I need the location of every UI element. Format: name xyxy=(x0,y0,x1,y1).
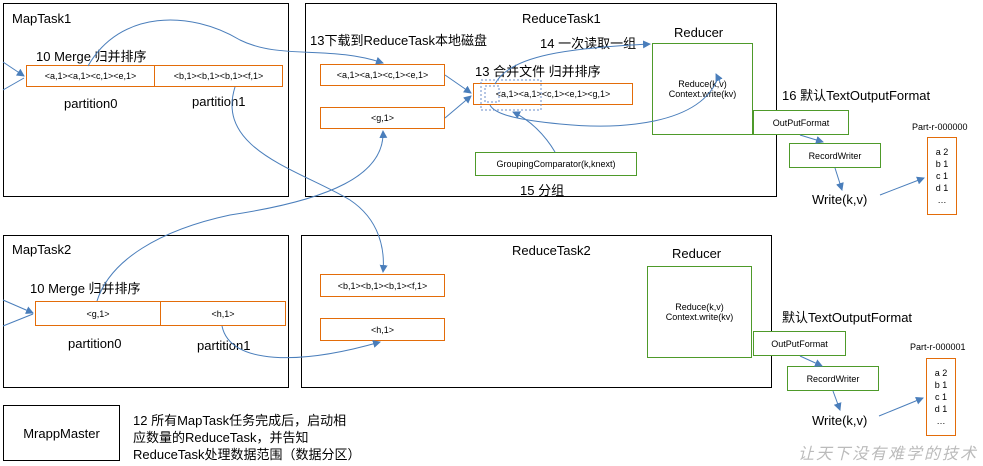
reducetask2-reducer-title: Reducer xyxy=(672,246,722,261)
reducetask2-write-label: Write(k,v) xyxy=(812,413,868,428)
part2-line-3: d 1 xyxy=(934,404,948,414)
reducetask1-outputformat-box: OutPutFormat xyxy=(753,110,849,135)
input-arrow-maptask1 xyxy=(2,61,25,77)
part2-line-4: … xyxy=(936,416,946,426)
arrow-m2p0-to-r1g xyxy=(96,130,388,302)
arrow-r1g-to-merged xyxy=(444,95,472,119)
arrow-reducer-loop-tip xyxy=(715,73,723,83)
reducetask2-part-file: a 2 b 1 c 1 d 1 … xyxy=(926,358,956,436)
arrow-grouping-to-merged xyxy=(512,111,556,153)
reducetask1-reducer-title: Reducer xyxy=(674,25,724,40)
mrappmaster-box: MrappMaster xyxy=(3,405,120,461)
part1-line-4: … xyxy=(937,195,947,205)
maptask1-partition0-label: partition0 xyxy=(64,96,118,111)
maptask1-title: MapTask1 xyxy=(12,11,72,26)
maptask2-title: MapTask2 xyxy=(12,242,72,257)
part2-line-0: a 2 xyxy=(934,368,948,378)
mrappmaster-label: MrappMaster xyxy=(23,425,100,441)
master-note-line2: 应数量的ReduceTask，并告知 xyxy=(133,430,309,445)
merged-group-inner xyxy=(484,85,500,103)
reducetask2-reducer-box: Reduce(k,v) Context.write(kv) xyxy=(647,266,752,358)
reducetask2-part-file-name: Part-r-000001 xyxy=(910,342,966,352)
input-arrow-maptask1b xyxy=(2,77,25,91)
maptask2-partition0-box: <g,1> xyxy=(35,301,161,326)
maptask1-panel xyxy=(3,3,289,197)
reducetask1-title: ReduceTask1 xyxy=(522,11,601,26)
arrow-r2-write-to-part xyxy=(878,396,924,417)
arrow-r1-of-to-rw xyxy=(799,134,824,144)
reducetask1-download-label: 13下载到ReduceTask本地磁盘 xyxy=(310,33,487,48)
reducetask2-reducer-line2: Context.write(kv) xyxy=(665,312,734,322)
input-arrow-maptask2 xyxy=(2,299,34,314)
part1-line-1: b 1 xyxy=(935,159,949,169)
arrow-r1a-to-merged xyxy=(444,74,472,94)
arrow-m2p1-to-r2h xyxy=(221,325,381,359)
reducetask1-write-label: Write(k,v) xyxy=(812,192,868,207)
reducetask1-merged-file: <a,1><a,1><c,1><e,1><g,1> xyxy=(473,83,633,105)
part2-line-1: b 1 xyxy=(934,380,948,390)
arrow-m1p0-to-r1a xyxy=(87,19,384,67)
reducetask2-outputformat-box: OutPutFormat xyxy=(753,331,846,356)
merged-group-outer xyxy=(480,79,542,111)
reducetask2-file-b: <b,1><b,1><b,1><f,1> xyxy=(320,274,445,297)
reducetask1-part-file-name: Part-r-000000 xyxy=(912,122,968,132)
part1-line-0: a 2 xyxy=(935,147,949,157)
arrow-r2-rw-to-write xyxy=(832,390,842,411)
reducetask1-reducer-line1: Reduce(k,v) xyxy=(678,79,727,89)
maptask2-partition0-label: partition0 xyxy=(68,336,122,351)
input-arrow-maptask2b xyxy=(2,313,34,327)
part1-line-2: c 1 xyxy=(935,171,948,181)
part1-line-3: d 1 xyxy=(935,183,949,193)
reducetask1-merge-label: 13 合并文件 归并排序 xyxy=(475,64,601,79)
arrow-merged-to-reducer xyxy=(494,40,651,85)
reducetask2-reducer-line1: Reduce(k,v) xyxy=(675,302,724,312)
reducetask1-reducer-line2: Context.write(kv) xyxy=(668,89,737,99)
maptask1-partition1-box: <b,1><b,1><b,1><f,1> xyxy=(154,65,283,87)
arrow-r1-write-to-part xyxy=(879,176,925,196)
watermark: 让天下没有难学的技术 xyxy=(798,444,979,463)
reducetask2-output-label: 默认TextOutputFormat xyxy=(782,310,913,325)
reducetask2-title: ReduceTask2 xyxy=(512,243,591,258)
arrow-r1-rw-to-write xyxy=(834,167,844,191)
reducetask1-output-label: 16 默认TextOutputFormat xyxy=(782,88,931,103)
reducetask2-recordwriter-box: RecordWriter xyxy=(787,366,879,391)
reducetask1-read-label: 14 一次读取一组 xyxy=(540,36,637,51)
part2-line-2: c 1 xyxy=(934,392,947,402)
reducetask1-part-file: a 2 b 1 c 1 d 1 … xyxy=(927,137,957,215)
reducetask1-group-label: 15 分组 xyxy=(520,183,565,198)
maptask2-partition1-label: partition1 xyxy=(197,338,251,353)
maptask1-merge-label: 10 Merge 归并排序 xyxy=(36,49,147,64)
reducetask1-recordwriter-box: RecordWriter xyxy=(789,143,881,168)
arrow-m1p1-to-r2b xyxy=(231,86,388,273)
arrow-r2-of-to-rw xyxy=(799,355,823,367)
reducetask1-reducer-box: Reduce(k,v) Context.write(kv) xyxy=(652,43,753,135)
reducetask2-file-h: <h,1> xyxy=(320,318,445,341)
maptask2-partition1-box: <h,1> xyxy=(160,301,286,326)
master-note-line3: ReduceTask处理数据范围（数据分区） xyxy=(133,447,361,462)
reducetask1-grouping-comparator: GroupingComparator(k,knext) xyxy=(475,152,637,176)
maptask2-merge-label: 10 Merge 归并排序 xyxy=(30,281,141,296)
arrow-reducer-loop xyxy=(489,77,719,127)
reducetask1-file-g: <g,1> xyxy=(320,107,445,129)
master-note-line1: 12 所有MapTask任务完成后，启动相 xyxy=(133,413,347,428)
